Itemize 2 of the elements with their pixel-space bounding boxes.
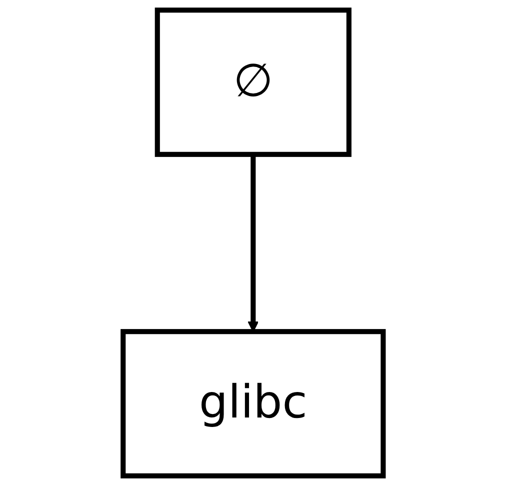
node-box: ∅: [154, 8, 352, 157]
node-box: glibc: [120, 329, 386, 478]
